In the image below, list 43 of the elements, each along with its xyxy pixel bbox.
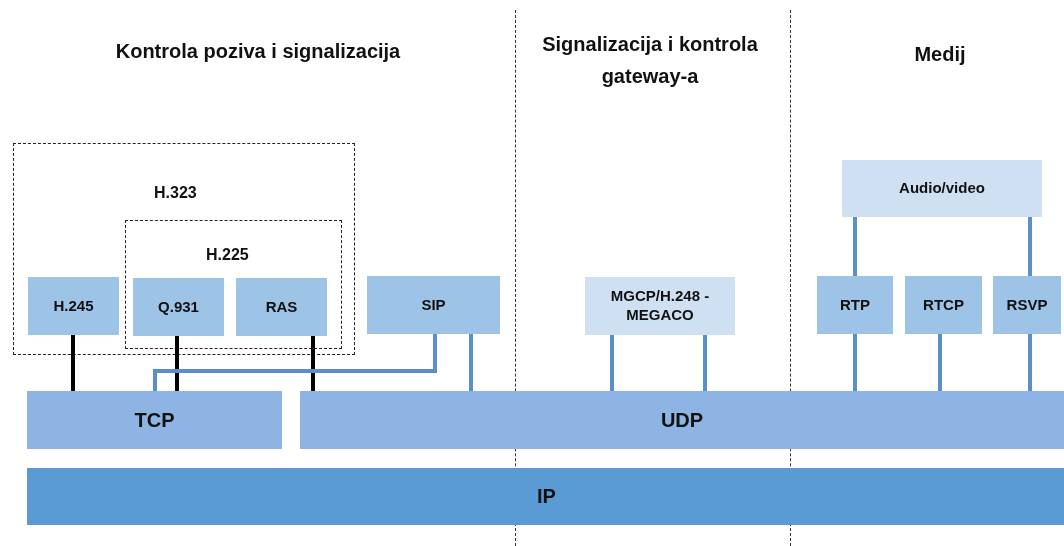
connector-line	[610, 335, 614, 391]
dashed-group-frame	[125, 220, 342, 349]
connector-line	[1028, 334, 1032, 391]
section-heading: Signalizacija i kontrola gateway-a	[541, 32, 759, 89]
protocol-layer-bar	[27, 391, 282, 449]
connector-line	[175, 334, 179, 391]
protocol-label: Audio/video	[899, 179, 985, 198]
section-heading: Medij	[913, 42, 967, 67]
connector-line	[853, 334, 857, 391]
protocol-box	[842, 160, 1042, 217]
connector-line	[938, 334, 942, 391]
protocol-label: MGCP/H.248 - MEGACO	[609, 287, 711, 325]
protocol-box	[817, 276, 893, 334]
group-title: H.225	[206, 246, 249, 264]
connector-line	[853, 217, 857, 276]
connector-line	[71, 334, 75, 391]
protocol-label: SIP	[421, 295, 446, 315]
protocol-label: TCP	[134, 407, 175, 433]
protocol-layer-bar	[27, 468, 1064, 525]
protocol-label: UDP	[660, 407, 704, 433]
protocol-label: RTP	[840, 295, 870, 315]
protocol-box	[367, 276, 500, 334]
protocol-box	[236, 278, 327, 336]
protocol-label: H.245	[53, 296, 94, 316]
group-title: H.323	[154, 184, 197, 202]
protocol-label: Q.931	[158, 297, 199, 317]
connector-line	[703, 335, 707, 391]
protocol-label: RAS	[265, 297, 298, 317]
connector-line	[153, 334, 437, 391]
protocol-label: RSVP	[1006, 295, 1048, 315]
protocol-box	[905, 276, 982, 334]
connector-line	[469, 334, 473, 391]
protocol-box	[133, 278, 224, 336]
protocol-box	[993, 276, 1061, 334]
dashed-group-frame	[13, 143, 355, 355]
connector-line	[311, 334, 315, 391]
protocol-layer-bar	[300, 391, 1064, 449]
connector-line	[1028, 217, 1032, 276]
protocol-label: RTCP	[923, 295, 964, 315]
protocol-label: IP	[537, 484, 556, 509]
protocol-box	[28, 277, 119, 335]
protocol-box	[585, 277, 735, 335]
section-heading: Kontrola poziva i signalizacija	[114, 39, 402, 64]
